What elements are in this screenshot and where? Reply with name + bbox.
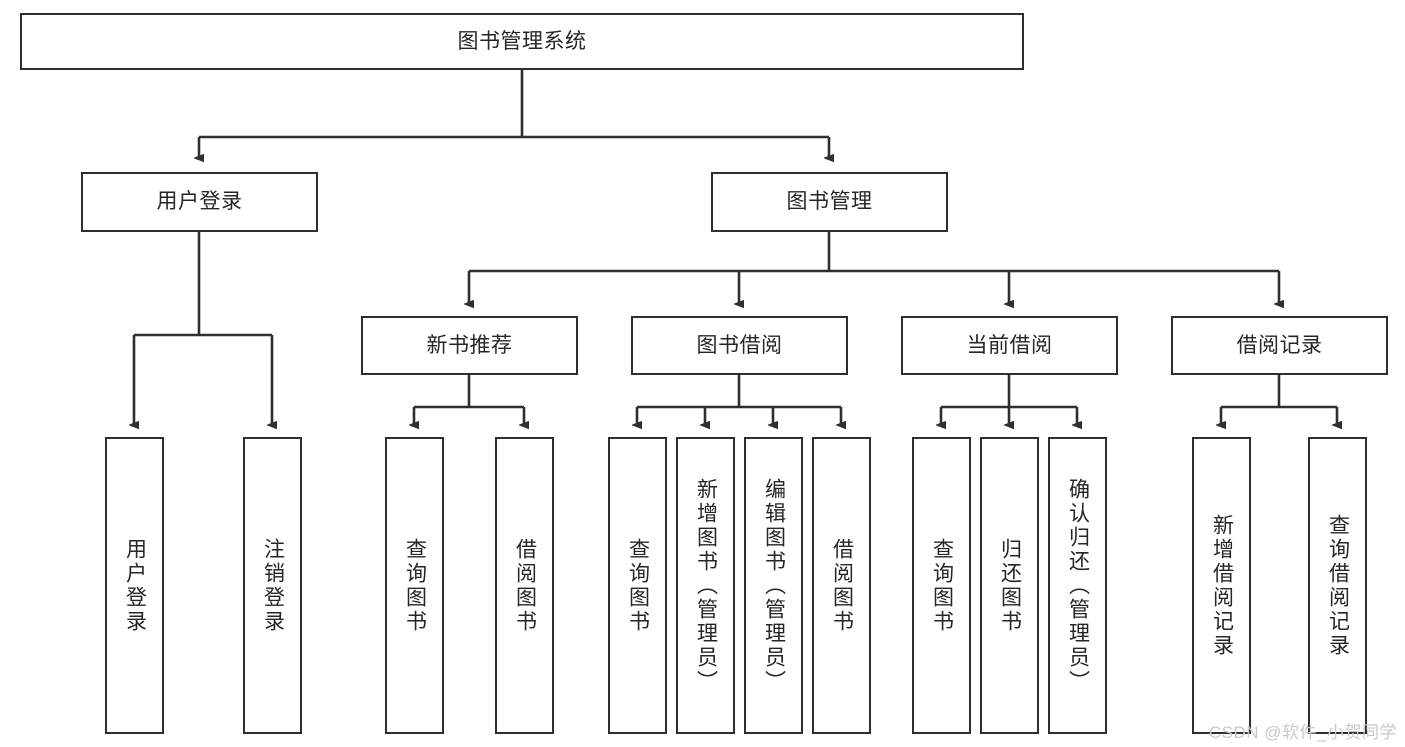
leaf-user-login-login[interactable]: 用户登录 xyxy=(105,437,164,734)
leaf-borrow-query-book[interactable]: 查询图书 xyxy=(608,437,667,734)
leaf-current-query-book[interactable]: 查询图书 xyxy=(912,437,971,734)
node-label: 新增借阅记录 xyxy=(1210,513,1234,658)
node-borrow-record[interactable]: 借阅记录 xyxy=(1171,316,1388,375)
node-label: 新书推荐 xyxy=(426,333,513,357)
node-label: 查询图书 xyxy=(930,537,954,634)
leaf-recommend-query-book[interactable]: 查询图书 xyxy=(385,437,444,734)
leaf-user-login-logout[interactable]: 注销登录 xyxy=(243,437,302,734)
node-label: 借阅图书 xyxy=(830,537,854,634)
leaf-current-return-book[interactable]: 归还图书 xyxy=(980,437,1039,734)
leaf-borrow-edit-book[interactable]: 编辑图书（管理员） xyxy=(744,437,803,734)
node-book-borrow[interactable]: 图书借阅 xyxy=(631,316,848,375)
node-label: 图书管理系统 xyxy=(457,29,587,53)
node-new-book-recommend[interactable]: 新书推荐 xyxy=(361,316,578,375)
node-label: 借阅图书 xyxy=(513,537,537,634)
node-label: 当前借阅 xyxy=(966,333,1053,357)
node-label: 新增图书（管理员） xyxy=(694,477,718,694)
node-label: 用户登录 xyxy=(156,190,243,214)
leaf-borrow-add-book[interactable]: 新增图书（管理员） xyxy=(676,437,735,734)
leaf-current-confirm-return[interactable]: 确认归还（管理员） xyxy=(1048,437,1107,734)
leaf-record-add-record[interactable]: 新增借阅记录 xyxy=(1192,437,1251,734)
node-book-management[interactable]: 图书管理 xyxy=(711,172,948,232)
leaf-recommend-borrow-book[interactable]: 借阅图书 xyxy=(495,437,554,734)
node-current-borrow[interactable]: 当前借阅 xyxy=(901,316,1118,375)
node-label: 图书管理 xyxy=(786,190,873,214)
node-label: 查询图书 xyxy=(626,537,650,634)
node-label: 确认归还（管理员） xyxy=(1066,477,1090,694)
node-root-system[interactable]: 图书管理系统 xyxy=(20,13,1024,70)
node-label: 归还图书 xyxy=(998,537,1022,634)
node-label: 查询借阅记录 xyxy=(1326,513,1350,658)
node-label: 查询图书 xyxy=(403,537,427,634)
node-label: 用户登录 xyxy=(123,537,147,634)
node-label: 借阅记录 xyxy=(1236,333,1323,357)
node-label: 注销登录 xyxy=(261,537,285,634)
node-user-login[interactable]: 用户登录 xyxy=(81,172,318,232)
leaf-record-query-record[interactable]: 查询借阅记录 xyxy=(1308,437,1367,734)
leaf-borrow-borrow-book[interactable]: 借阅图书 xyxy=(812,437,871,734)
node-label: 编辑图书（管理员） xyxy=(762,477,786,694)
csdn-watermark: CSDN @软件_小贺同学 xyxy=(1208,723,1397,742)
node-label: 图书借阅 xyxy=(696,333,783,357)
